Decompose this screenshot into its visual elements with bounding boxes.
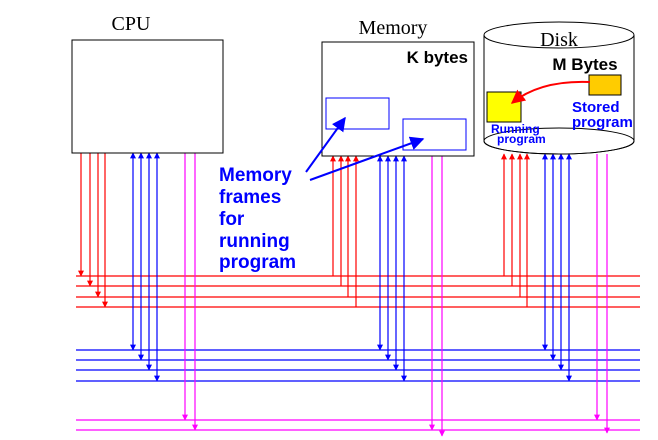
memory-frame-1 — [325, 97, 390, 130]
stored-program-line-2: program — [572, 114, 633, 131]
memory-frames-annotation: Memory frames for running program — [219, 116, 425, 273]
cpu-label: CPU — [112, 13, 151, 35]
memory-frames-line-3: for — [219, 209, 245, 230]
running-program-label: Running program — [491, 122, 546, 146]
pointer-arrow-frame-1 — [305, 116, 346, 173]
memory-frames-line-5: program — [219, 252, 296, 273]
bus-connectors — [78, 152, 610, 437]
disk-label: Disk — [540, 29, 578, 51]
memory-frames-label: Memory frames for running program — [219, 165, 297, 273]
memory-frames-line-2: frames — [219, 187, 281, 208]
address-bus — [76, 419, 640, 431]
load-arrow — [510, 80, 591, 104]
disk-block: Disk M Bytes Running program Stored prog… — [483, 21, 635, 155]
memory-frames-line-4: running — [219, 231, 290, 252]
memory-label: Memory — [359, 17, 428, 39]
pointer-arrow-frame-2 — [309, 136, 425, 181]
data-bus — [76, 349, 640, 382]
memory-frame-2 — [402, 118, 467, 151]
memory-frames-line-1: Memory — [219, 165, 292, 186]
stored-program-line-1: Stored — [572, 99, 620, 116]
running-program-line-1: Running — [491, 122, 540, 136]
cpu-block: CPU — [71, 13, 224, 154]
stored-program-block — [588, 74, 622, 96]
control-bus — [76, 275, 640, 308]
memory-size-label: K bytes — [407, 48, 468, 67]
stored-program-label: Stored program — [572, 99, 633, 131]
running-program-block — [486, 91, 522, 123]
running-program-line-2: program — [497, 132, 546, 146]
disk-size-label: M Bytes — [552, 55, 617, 74]
memory-block: Memory K bytes — [321, 17, 475, 157]
